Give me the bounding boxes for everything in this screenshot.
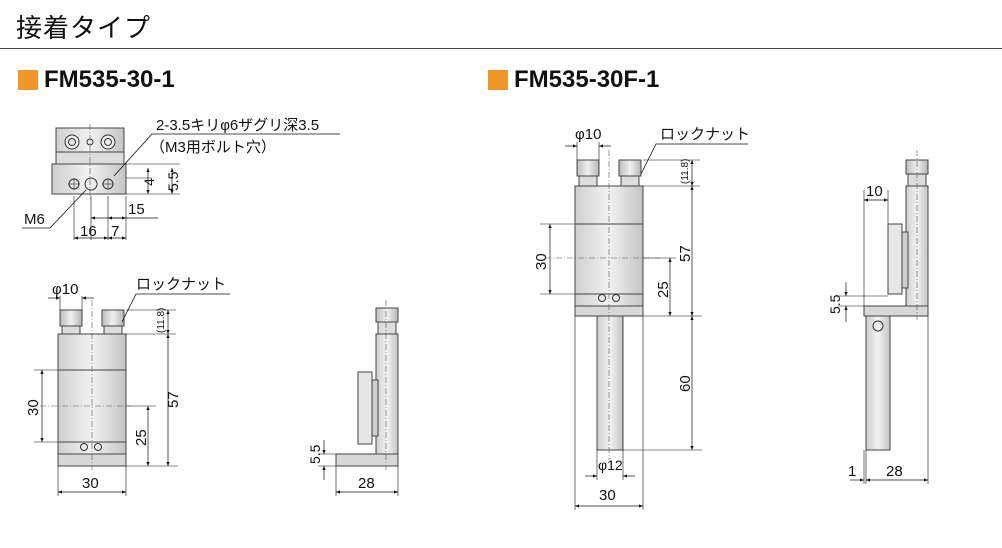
title-divider	[0, 48, 1002, 49]
dim-30-height: 30	[25, 399, 42, 416]
dim-7: 7	[111, 223, 119, 240]
dim-4: 4	[141, 178, 157, 186]
post-rod	[596, 315, 624, 451]
orange-square-icon	[488, 70, 508, 90]
model2-front-view: φ10 ロックナット (11.8) 57 25 60 30 φ12	[533, 126, 750, 510]
dim-30-height: 30	[533, 253, 550, 270]
hole-spec-note: （M3用ボルト穴）	[150, 139, 276, 156]
model1-front-view: φ10 ロックナット (11.8) 57 25 30 30	[25, 276, 230, 496]
thread-hole-icon	[84, 177, 98, 191]
model1-top-view: 2-3.5キリφ6ザグリ深3.5 （M3用ボルト穴） M6 4 5.5 15 1…	[22, 117, 340, 240]
side-dim-1: 1	[848, 463, 856, 480]
thread-label: M6	[24, 211, 45, 228]
side-body	[375, 333, 399, 455]
dim-11-8: (11.8)	[680, 159, 691, 184]
knob-dia: φ10	[575, 126, 601, 143]
adjust-knob-side	[375, 307, 399, 323]
dim-30-width: 30	[82, 475, 99, 492]
post-dia: φ12	[598, 457, 623, 473]
lock-nut-label: ロックナット	[660, 126, 750, 143]
post-rod-side	[865, 315, 891, 451]
side-dim-5-5: 5.5	[827, 294, 843, 314]
adjust-knob-left	[576, 159, 600, 177]
adjust-knob-right	[101, 309, 125, 327]
dim-60: 60	[677, 375, 694, 392]
orange-square-icon	[18, 70, 38, 90]
dim-57: 57	[165, 391, 182, 408]
model1-name: FM535-30-1	[44, 66, 175, 93]
model1-heading: FM535-30-1	[18, 66, 175, 94]
page-title: 接着タイプ	[16, 13, 152, 43]
model2-side-view: 10 5.5 1 28	[827, 150, 929, 484]
side-dim-28: 28	[886, 463, 903, 480]
mirror-plate	[357, 371, 373, 445]
side-dim-5-5: 5.5	[307, 444, 323, 464]
side-dim-28: 28	[358, 475, 375, 492]
model1-side-view: 5.5 28	[307, 300, 399, 496]
hole-icon	[64, 134, 80, 150]
dim-25: 25	[133, 429, 150, 446]
mirror-plate	[887, 223, 903, 295]
dim-5-5: 5.5	[165, 171, 181, 191]
lock-nut-label: ロックナット	[136, 276, 226, 293]
dim-11-8: (11.8)	[156, 308, 167, 333]
adjust-knob-left	[59, 309, 83, 327]
model2-name: FM535-30F-1	[514, 66, 660, 93]
dim-25: 25	[655, 281, 672, 298]
hole-icon	[100, 134, 116, 150]
side-dim-10: 10	[866, 183, 883, 200]
dim-57: 57	[677, 245, 694, 262]
hole-spec-text: 2-3.5キリφ6ザグリ深3.5	[156, 117, 319, 134]
dim-15: 15	[128, 201, 145, 218]
knob-dia: φ10	[52, 281, 78, 298]
adjust-knob-right	[618, 159, 642, 177]
dim-16: 16	[80, 223, 97, 240]
model2-heading: FM535-30F-1	[488, 66, 659, 94]
dim-30-width: 30	[599, 487, 616, 504]
